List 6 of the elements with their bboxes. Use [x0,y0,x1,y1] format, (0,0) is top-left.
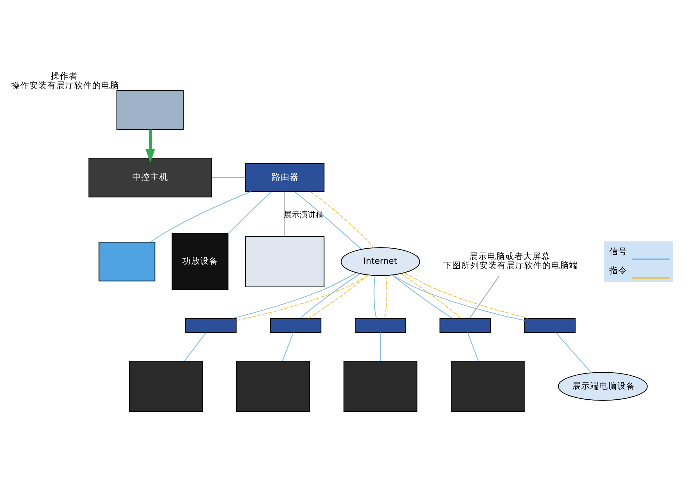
node-label: 操作者 [51,71,78,82]
edge-label: 展示演讲稿 [284,210,324,220]
node-label: 操作安装有展厅软件的电脑 [11,80,120,91]
legend-label: 信号 [609,247,628,258]
legend-label: 指令 [609,266,628,276]
node-text: 展示电脑或者大屏幕 下图所列安装有展厅软件的电脑端 [443,252,578,272]
